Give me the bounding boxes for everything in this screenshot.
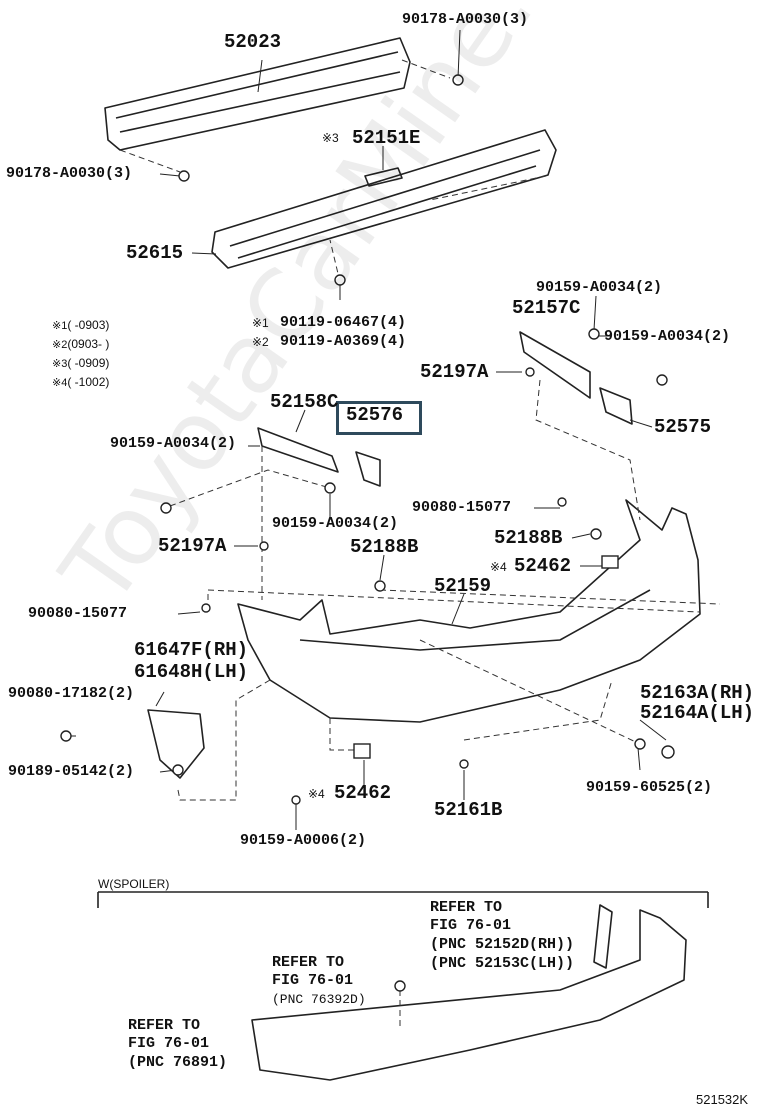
right-bracket — [519, 331, 591, 399]
part-label-52615[interactable]: 52615 — [126, 242, 184, 264]
refer-3-line3[interactable]: (PNC 76891) — [128, 1054, 228, 1071]
note-mark: ※2 — [52, 339, 68, 351]
part-label-90119-06467[interactable]: 90119-06467(4) — [280, 314, 407, 331]
part-label-52161B[interactable]: 52161B — [434, 799, 503, 821]
refer-1-line1: REFER TO — [430, 899, 503, 916]
part-label-52462-bot[interactable]: 52462 — [334, 782, 392, 804]
part-label-52164A[interactable]: 52164A(LH) — [640, 702, 755, 724]
part-label-90159-A0006[interactable]: 90159-A0006(2) — [240, 832, 367, 849]
note-4: ※4( -1002) — [52, 375, 137, 390]
part-label-90159-mid[interactable]: 90159-A0034(2) — [272, 515, 399, 532]
part-label-90080-left[interactable]: 90080-15077 — [28, 605, 128, 622]
part-label-90119-A0369[interactable]: 90119-A0369(4) — [280, 333, 407, 350]
note-range: ( -1002) — [67, 375, 110, 389]
rear-bumper-cover — [237, 499, 701, 723]
part-label-90189[interactable]: 90189-05142(2) — [8, 763, 135, 780]
part-label-52151E[interactable]: 52151E — [352, 127, 421, 149]
mark-52462-top: ※4 — [490, 560, 507, 574]
part-label-90159-60525[interactable]: 90159-60525(2) — [586, 779, 713, 796]
side-stay — [147, 709, 205, 779]
part-highlight-box — [336, 401, 422, 435]
small-bracket — [355, 451, 381, 487]
refer-3-line2: FIG 76-01 — [128, 1035, 210, 1052]
note-range: ( -0903) — [67, 318, 110, 332]
leader-lines — [64, 29, 667, 830]
refer-1-line3[interactable]: (PNC 52152D(RH)) — [430, 936, 575, 953]
part-label-90178-left[interactable]: 90178-A0030(3) — [6, 165, 133, 182]
part-label-52197A-right[interactable]: 52197A — [420, 361, 489, 383]
figure-code: 521532K — [696, 1092, 749, 1107]
note-mark: ※4 — [52, 377, 68, 389]
note-mark: ※1 — [52, 320, 68, 332]
fasteners — [60, 74, 675, 992]
mark-90119-2: ※2 — [252, 335, 269, 349]
part-label-90159-top[interactable]: 90159-A0034(2) — [536, 279, 663, 296]
part-label-90178-top[interactable]: 90178-A0030(3) — [402, 11, 529, 28]
pad-part — [364, 167, 403, 187]
part-label-52197A-left[interactable]: 52197A — [158, 535, 227, 557]
part-label-52575[interactable]: 52575 — [654, 416, 712, 438]
part-label-52157C[interactable]: 52157C — [512, 297, 581, 319]
rear-spoiler — [251, 909, 687, 1081]
note-range: ( -0909) — [67, 356, 110, 370]
part-label-90159-right[interactable]: 90159-A0034(2) — [604, 328, 731, 345]
part-label-61648H[interactable]: 61648H(LH) — [134, 661, 249, 683]
part-label-52462-top[interactable]: 52462 — [514, 555, 572, 577]
reinforcement-beam — [104, 37, 411, 151]
note-2: ※2(0903- ) — [52, 337, 137, 352]
part-label-90159-left[interactable]: 90159-A0034(2) — [110, 435, 237, 452]
mark-90119-1: ※1 — [252, 316, 269, 330]
part-label-52159[interactable]: 52159 — [434, 575, 492, 597]
note-mark: ※3 — [52, 358, 68, 370]
energy-absorber — [211, 129, 557, 269]
section-label: W(SPOILER) — [98, 877, 170, 891]
right-retainer — [599, 387, 633, 425]
refer-3-line1: REFER TO — [128, 1017, 201, 1034]
part-label-52023[interactable]: 52023 — [224, 31, 282, 53]
mark-52462-bot: ※4 — [308, 787, 325, 801]
note-1: ※1( -0903) — [52, 318, 137, 333]
note-range: (0903- ) — [67, 337, 110, 351]
mark-52151E: ※3 — [322, 131, 339, 145]
left-bracket — [257, 427, 339, 473]
note-3: ※3( -0909) — [52, 356, 137, 371]
part-label-61647F[interactable]: 61647F(RH) — [134, 639, 249, 661]
refer-1-line2: FIG 76-01 — [430, 917, 512, 934]
section-frame — [97, 891, 709, 908]
part-label-52188B-left[interactable]: 52188B — [350, 536, 419, 558]
dashed-guides — [119, 59, 721, 1030]
part-label-52576[interactable]: 52576 — [346, 404, 404, 426]
refer-1-line4[interactable]: (PNC 52153C(LH)) — [430, 955, 575, 972]
refer-2-line1: REFER TO — [272, 954, 345, 971]
part-label-52158C[interactable]: 52158C — [270, 391, 339, 413]
refer-2-line2: FIG 76-01 — [272, 972, 354, 989]
part-label-52188B-right[interactable]: 52188B — [494, 527, 563, 549]
part-label-52163A[interactable]: 52163A(RH) — [640, 682, 755, 704]
refer-2-line3[interactable]: (PNC 76392D) — [272, 992, 366, 1007]
part-label-90080-right[interactable]: 90080-15077 — [412, 499, 512, 516]
part-label-90080-17182[interactable]: 90080-17182(2) — [8, 685, 135, 702]
